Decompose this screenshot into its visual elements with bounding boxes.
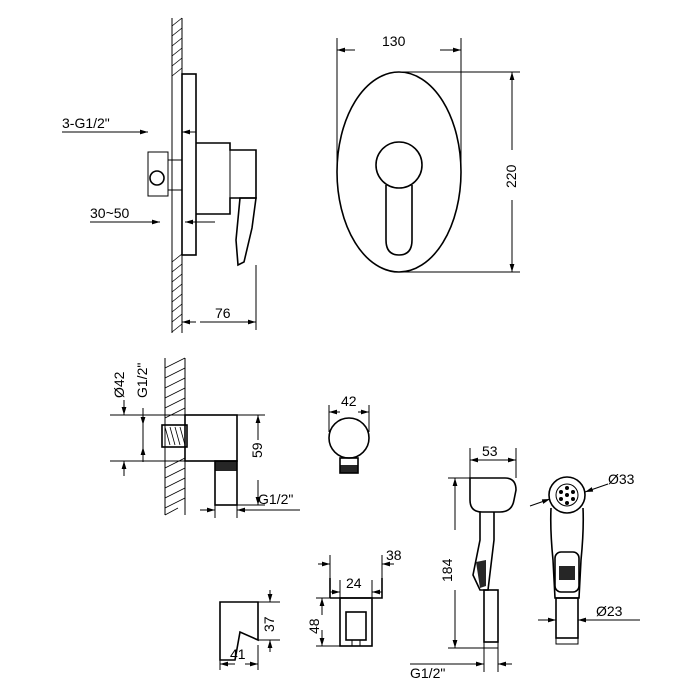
dim-sprayer-thread: G1/2ʺ — [410, 665, 445, 681]
dim-height-top: 220 — [503, 164, 519, 188]
sprayer-holder: 38 24 48 — [306, 547, 402, 647]
dim-diameter-elbow: Ø42 — [111, 371, 127, 398]
sprayer-front-view: Ø33 Ø23 — [529, 471, 640, 645]
wall-elbow-front: 42 — [328, 393, 370, 474]
dim-bracket-height: 37 — [261, 616, 277, 632]
dim-thread-top: 3-G1/2ʺ — [62, 115, 110, 131]
dim-elbow-height: 59 — [249, 442, 265, 458]
dim-width-top: 130 — [382, 33, 406, 49]
dim-sprayer-length: 184 — [439, 558, 455, 582]
dim-elbow-thread-out: G1/2ʺ — [258, 491, 293, 507]
dim-thread-elbow: G1/2ʺ — [134, 363, 150, 398]
dim-holder-width-total: 38 — [386, 547, 402, 563]
dim-nozzle-diameter: Ø33 — [608, 471, 635, 487]
dim-elbow-front-width: 42 — [341, 393, 357, 409]
dim-holder-width-inner: 24 — [346, 575, 362, 591]
wall-hatch-top — [171, 17, 183, 333]
dim-handle-diameter: Ø23 — [596, 603, 623, 619]
dim-projection: 76 — [215, 305, 231, 321]
nozzle-holes — [559, 486, 575, 505]
mixer-front-view: 130 220 — [336, 33, 520, 273]
dim-holder-height: 48 — [306, 618, 322, 634]
sprayer-side-view: 53 184 G1/2ʺ — [410, 443, 517, 681]
mixer-side-view: 3-G1/2ʺ 30~50 76 — [62, 17, 257, 333]
dim-depth-range: 30~50 — [90, 205, 130, 221]
dim-bracket-width: 41 — [230, 646, 246, 662]
wall-elbow-side: Ø42 G1/2ʺ 59 G1/2ʺ — [110, 357, 300, 518]
wall-bracket: 37 41 — [219, 590, 280, 670]
dim-sprayer-width: 53 — [482, 443, 498, 459]
